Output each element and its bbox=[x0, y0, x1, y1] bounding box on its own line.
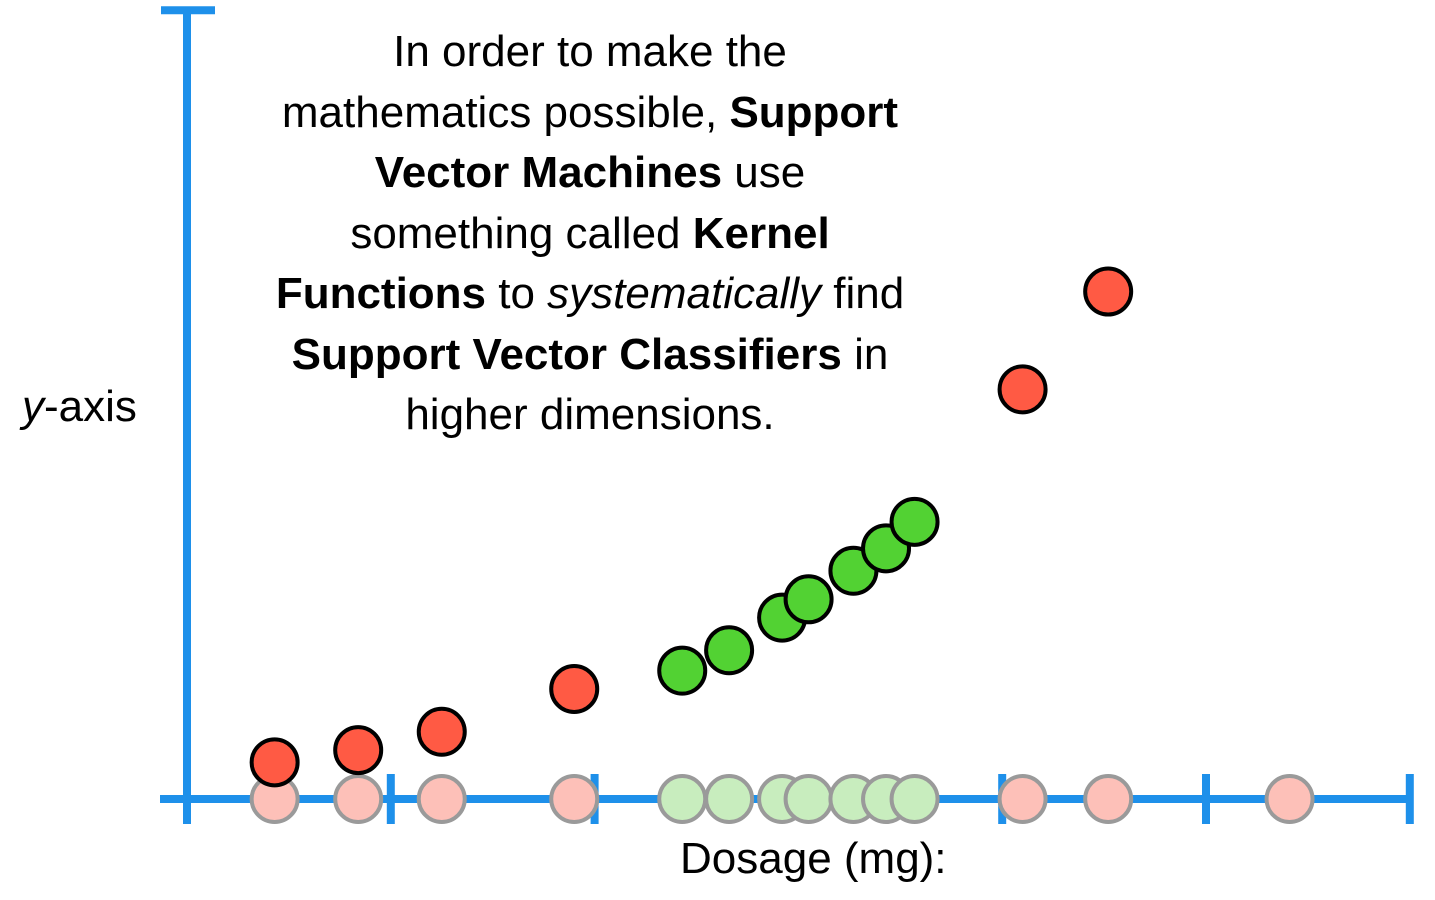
caption-segment: systematically bbox=[547, 269, 822, 318]
caption-segment: Support Vector Classifiers bbox=[291, 329, 842, 379]
caption-line: Support Vector Classifiers in bbox=[200, 325, 980, 386]
caption-segment: to bbox=[486, 269, 548, 318]
caption-segment: Kernel bbox=[692, 208, 830, 258]
data-point-red bbox=[997, 364, 1048, 415]
baseline-point-red bbox=[1083, 774, 1134, 824]
caption-line: Functions to systematically find bbox=[200, 264, 980, 325]
caption-line: In order to make the bbox=[200, 22, 980, 83]
baseline-point-red bbox=[1264, 774, 1315, 824]
caption-segment: higher dimensions. bbox=[405, 390, 775, 439]
data-point-red bbox=[416, 706, 467, 757]
y-axis-label-italic: y bbox=[22, 382, 44, 431]
data-point-red bbox=[333, 725, 384, 776]
caption-segment: in bbox=[841, 329, 889, 379]
data-point-green bbox=[657, 645, 708, 696]
baseline-point-green bbox=[704, 774, 755, 824]
baseline-point-green bbox=[657, 774, 708, 824]
data-point-red bbox=[549, 663, 600, 714]
data-point-red bbox=[1083, 266, 1134, 317]
baseline-point-green bbox=[889, 774, 940, 824]
y-axis-label: y-axis bbox=[22, 382, 137, 432]
caption-segment: Vector Machines bbox=[374, 148, 723, 197]
caption-text: In order to make the mathematics possible… bbox=[200, 22, 980, 446]
data-point-green bbox=[783, 574, 834, 625]
data-point-green bbox=[704, 625, 755, 676]
caption-line: mathematics possible, Support bbox=[200, 83, 980, 144]
data-point-green bbox=[889, 496, 940, 547]
caption-segment: find bbox=[821, 269, 905, 318]
caption-segment: mathematics possible, bbox=[281, 87, 730, 137]
caption-line: higher dimensions. bbox=[200, 385, 980, 446]
caption-segment: Functions bbox=[275, 269, 487, 318]
baseline-points bbox=[249, 774, 1315, 824]
caption-line: Vector Machines use bbox=[200, 143, 980, 204]
baseline-point-red bbox=[333, 774, 384, 824]
caption-segment: Support bbox=[729, 87, 899, 137]
data-point-red bbox=[249, 737, 300, 788]
caption-segment: use bbox=[722, 148, 806, 197]
y-axis-label-rest: -axis bbox=[44, 382, 137, 431]
caption-segment: In order to make the bbox=[393, 27, 787, 76]
baseline-point-red bbox=[997, 774, 1048, 824]
x-axis-label: Dosage (mg): bbox=[680, 834, 947, 883]
baseline-point-green bbox=[783, 774, 834, 824]
caption-segment: something called bbox=[350, 208, 693, 258]
baseline-point-red bbox=[549, 774, 600, 824]
caption-line: something called Kernel bbox=[200, 204, 980, 265]
data-points bbox=[249, 266, 1134, 788]
baseline-point-red bbox=[416, 774, 467, 824]
